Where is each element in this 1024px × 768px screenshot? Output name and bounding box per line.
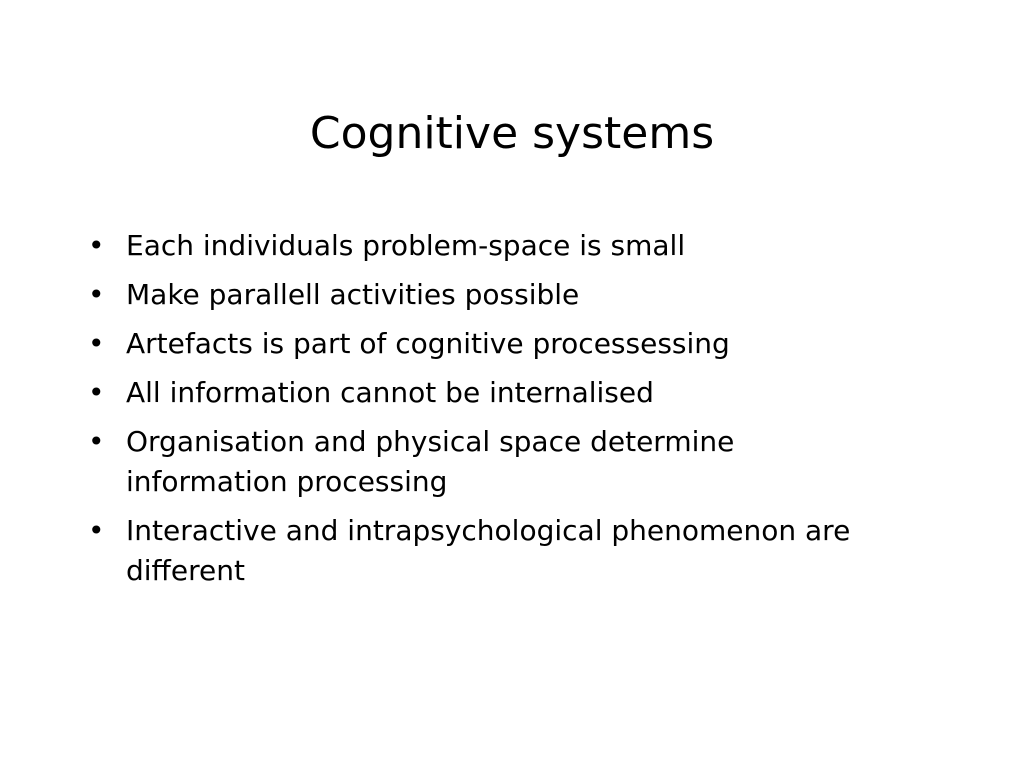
bullet-dot-icon: •	[88, 278, 105, 311]
bullet-item: • Make parallell activities possible	[88, 275, 888, 315]
bullet-dot-icon: •	[88, 376, 105, 409]
bullet-list: • Each individuals problem-space is smal…	[88, 226, 888, 600]
bullet-dot-icon: •	[88, 514, 105, 547]
bullet-dot-icon: •	[88, 229, 105, 262]
bullet-text: Organisation and physical space determin…	[126, 425, 735, 498]
bullet-text: Each individuals problem-space is small	[126, 229, 686, 262]
bullet-text: All information cannot be internalised	[126, 376, 654, 409]
bullet-text: Make parallell activities possible	[126, 278, 580, 311]
bullet-dot-icon: •	[88, 425, 105, 458]
bullet-item: • Interactive and intrapsychological phe…	[88, 511, 888, 591]
bullet-text: Interactive and intrapsychological pheno…	[126, 514, 851, 587]
bullet-item: • Artefacts is part of cognitive process…	[88, 324, 888, 364]
bullet-dot-icon: •	[88, 327, 105, 360]
bullet-item: • All information cannot be internalised	[88, 373, 888, 413]
bullet-item: • Each individuals problem-space is smal…	[88, 226, 888, 266]
slide-title: Cognitive systems	[309, 108, 715, 159]
bullet-text: Artefacts is part of cognitive processes…	[126, 327, 730, 360]
bullet-item: • Organisation and physical space determ…	[88, 422, 888, 502]
